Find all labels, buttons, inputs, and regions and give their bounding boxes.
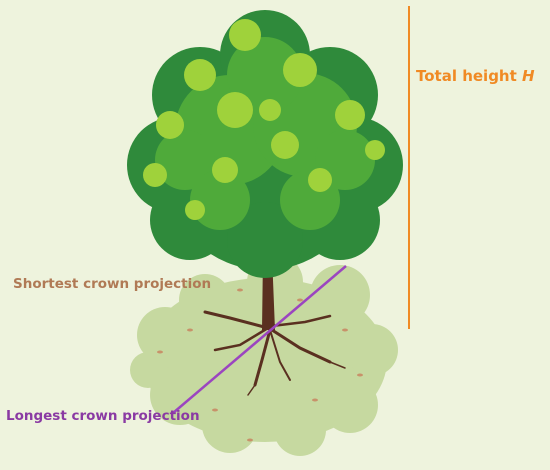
canopy [127, 10, 403, 278]
fallen-leaves [157, 288, 363, 442]
total-height-text: Total height [416, 67, 523, 85]
total-height-label: Total height H [416, 67, 535, 85]
height-variable: H [522, 67, 535, 85]
longest-projection-line [172, 265, 347, 414]
roots [203, 310, 346, 396]
longest-projection-label: Longest crown projection [6, 408, 200, 424]
shortest-projection-label: Shortest crown projection [13, 276, 212, 292]
